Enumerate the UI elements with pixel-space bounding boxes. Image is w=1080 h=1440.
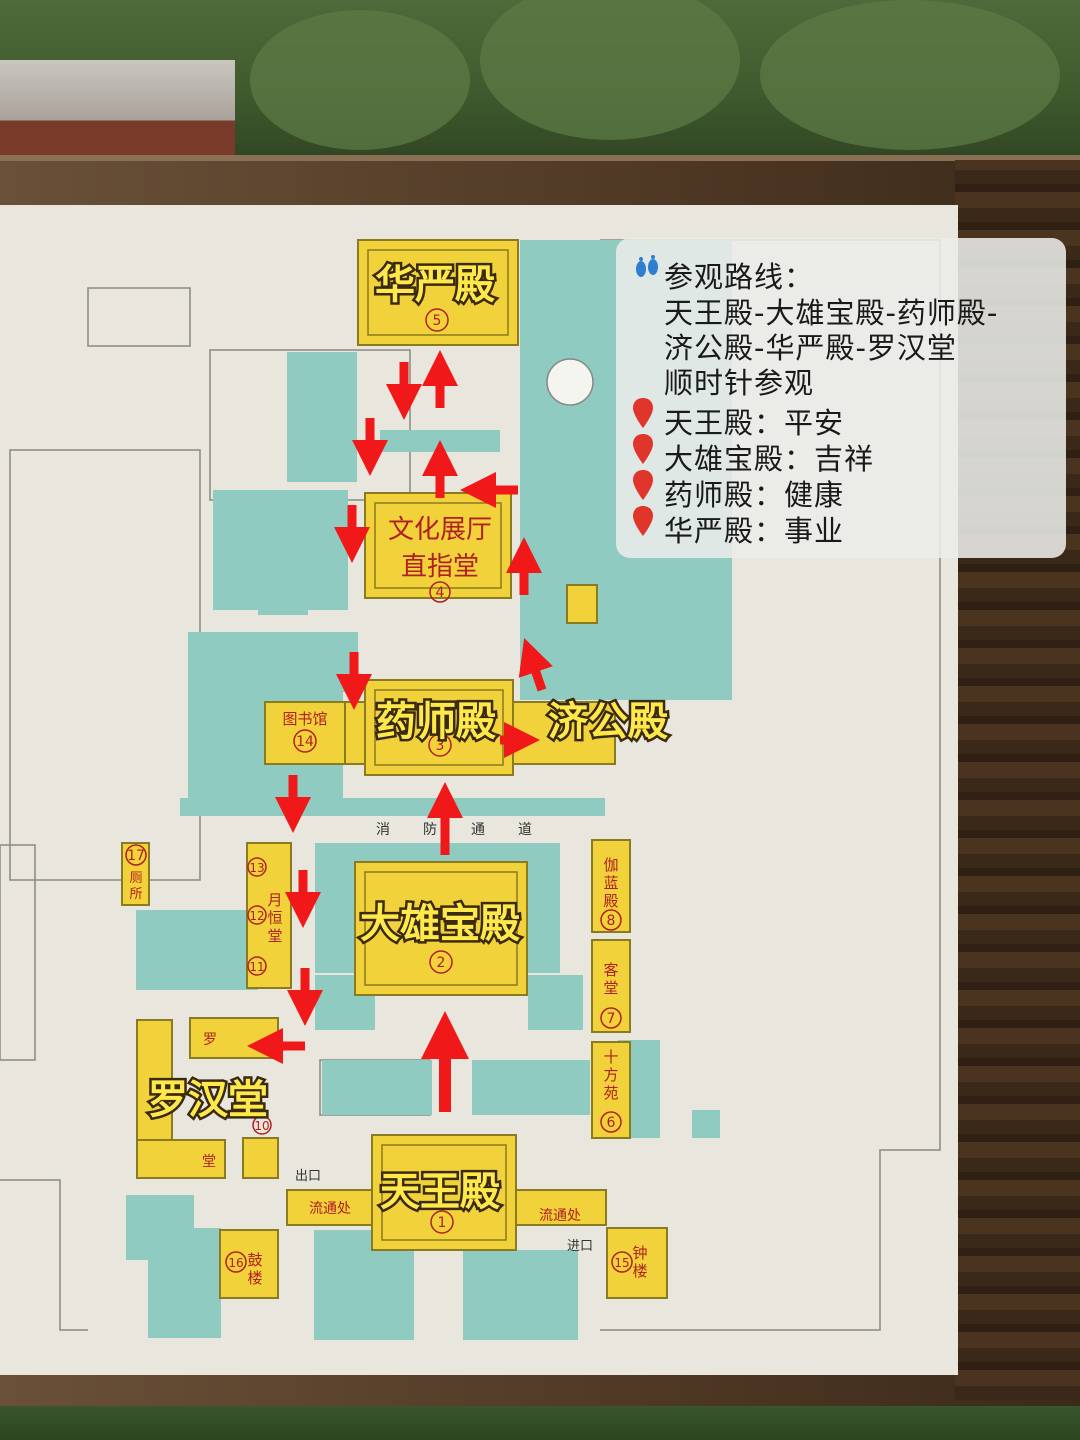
- pin-icon: [633, 398, 653, 428]
- label-shifang: 十方苑: [603, 1048, 618, 1102]
- hall-inner-lines: [364, 249, 518, 1241]
- footprints-icon: [636, 255, 658, 277]
- wish-text: 事业: [784, 514, 845, 548]
- wish-hall: 大雄宝殿: [664, 442, 785, 476]
- tree-blob: [480, 0, 740, 140]
- hall-number: 11: [249, 960, 264, 974]
- wish-text: 健康: [784, 478, 845, 512]
- label-fire-3: 通: [471, 822, 485, 838]
- label-zhonglou: 钟楼: [632, 1244, 647, 1280]
- label-wenhua: 文化展厅: [388, 515, 492, 545]
- label-liutong-left: 流通处: [309, 1201, 351, 1217]
- hall-number: 1: [438, 1215, 447, 1231]
- hall-number: 10: [254, 1119, 269, 1133]
- hall-number: 6: [607, 1115, 616, 1131]
- label-library: 图书馆: [282, 710, 327, 728]
- hall-number: 13: [249, 861, 264, 875]
- hall-number: 3: [436, 738, 445, 754]
- legend-wish-item: 药师殿：健康: [664, 478, 845, 512]
- wish-hall: 华严殿: [664, 514, 755, 548]
- label-liutong-right: 流通处: [539, 1208, 581, 1224]
- legend-route-line: 天王殿-大雄宝殿-药师殿-: [664, 296, 999, 330]
- hall-number: 15: [614, 1256, 629, 1270]
- overlay-huayan: 华严殿: [375, 262, 495, 308]
- legend-title: 参观路线：: [664, 260, 815, 294]
- hall-number: 4: [436, 585, 445, 601]
- legend-wish-item: 华严殿：事业: [664, 514, 845, 548]
- overlay-tianwang: 天王殿: [380, 1169, 500, 1215]
- hall-number: 14: [296, 734, 314, 750]
- label-tang-small: 堂: [202, 1154, 216, 1170]
- hall-number: 17: [127, 848, 145, 864]
- pin-icon: [633, 506, 653, 536]
- overlay-jigong: 济公殿: [548, 699, 668, 745]
- pin-icon: [633, 470, 653, 500]
- label-fire-4: 道: [518, 822, 532, 838]
- hall-number: 12: [249, 909, 264, 923]
- wish-text: 平安: [784, 406, 845, 440]
- label-exit: 出口: [295, 1169, 321, 1184]
- route-arrows: [247, 350, 553, 1112]
- wish-hall: 天王殿: [664, 406, 755, 440]
- legend-wish-item: 大雄宝殿：吉祥: [664, 442, 875, 476]
- arrow-up-icon: [518, 637, 553, 692]
- temple-roof: [0, 60, 235, 160]
- hall-number: 16: [228, 1256, 243, 1270]
- label-yueheng: 月恒堂: [267, 891, 282, 945]
- pin-icon: [633, 434, 653, 464]
- overlay-luohan: 罗汉堂: [148, 1077, 268, 1123]
- circle-feature: [546, 358, 594, 406]
- label-gulou: 鼓楼: [247, 1251, 262, 1287]
- tree-blob: [760, 0, 1060, 150]
- grass: [0, 1400, 1080, 1440]
- halls: [121, 239, 668, 1299]
- tree-blob: [250, 10, 470, 150]
- wish-text: 吉祥: [814, 442, 875, 476]
- hall-number: 2: [437, 955, 446, 971]
- label-jialan: 伽蓝殿: [603, 856, 618, 910]
- hall-numbers: 5 4 3 2 1 14 8 7 6 17 13 12 11 10 16 15: [125, 308, 633, 1273]
- overlay-labels: 华严殿 药师殿 济公殿 大雄宝殿 罗汉堂 天王殿: [146, 260, 671, 1218]
- hall-number: 8: [607, 913, 616, 929]
- map-small-labels: 文化展厅 直指堂 图书馆 消 防 通 道 进口 出口 流通处 流通处 罗 堂: [202, 515, 593, 1254]
- hall-number: 7: [607, 1011, 616, 1027]
- overlay-yaoshi: 药师殿: [376, 699, 496, 745]
- label-fire-1: 消: [376, 822, 390, 838]
- label-ketang: 客堂: [603, 961, 618, 997]
- vertical-labels: 伽蓝殿 客堂 十方苑 厕所 月恒堂 鼓楼 钟楼: [129, 856, 647, 1287]
- legend-wish-item: 天王殿：平安: [664, 406, 845, 440]
- label-zhizhi: 直指堂: [401, 552, 479, 582]
- wish-hall: 药师殿: [664, 478, 755, 512]
- label-fire-2: 防: [423, 822, 437, 838]
- label-entry: 进口: [567, 1239, 593, 1254]
- overlay-daxiong: 大雄宝殿: [360, 901, 520, 947]
- label-luo-small: 罗: [203, 1032, 217, 1048]
- legend-route-line: 济公殿-华严殿-罗汉堂: [664, 331, 957, 365]
- route-legend: 参观路线： 天王殿-大雄宝殿-药师殿- 济公殿-华严殿-罗汉堂 顺时针参观 天王…: [616, 238, 1066, 558]
- hall-number: 5: [433, 313, 442, 329]
- label-toilet: 厕所: [129, 871, 142, 902]
- legend-route-line: 顺时针参观: [664, 366, 815, 400]
